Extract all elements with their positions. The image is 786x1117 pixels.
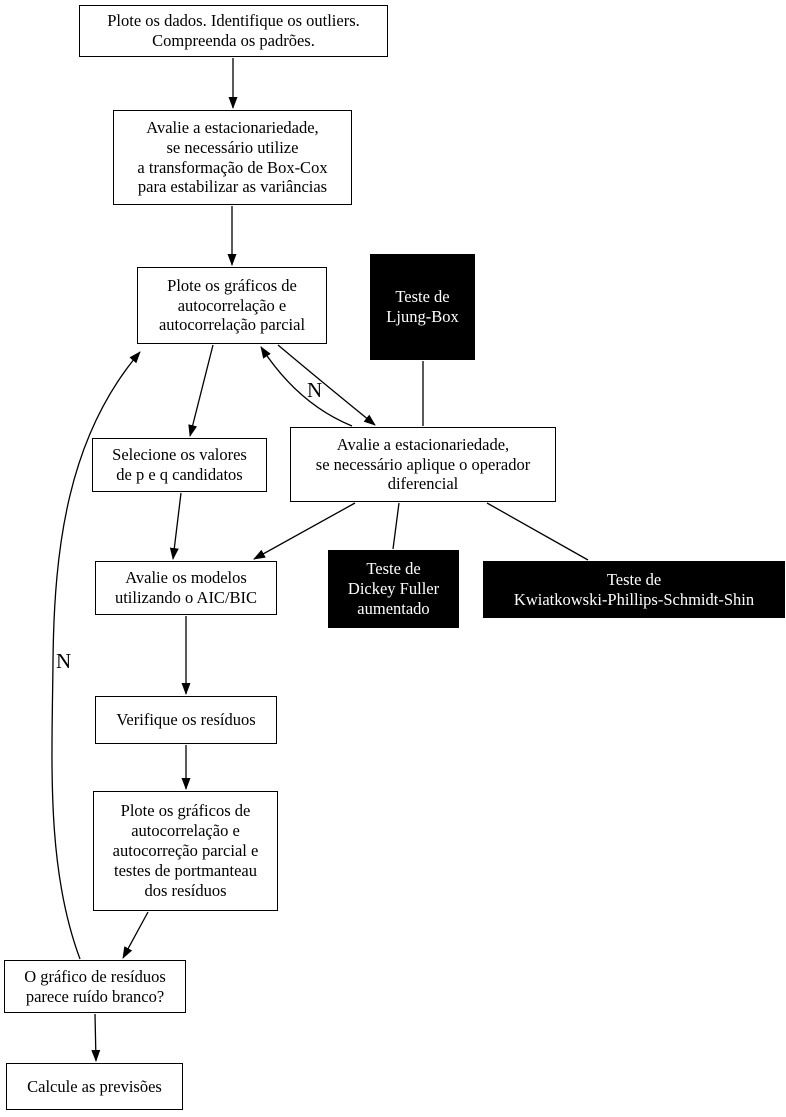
node-plot-data: Plote os dados. Identifique os outliers.… (79, 5, 388, 57)
edge-differencing-to-aic-bic (253, 502, 356, 560)
node-acf-pacf-plots: Plote os gráficos de autocorrelação e au… (137, 267, 327, 344)
edge-label-differencing-to-acf-pacf: N (307, 378, 322, 402)
node-white-noise-question: O gráfico de resíduos parece ruído branc… (4, 960, 186, 1013)
node-calculate-forecasts: Calcule as previsões (6, 1063, 183, 1110)
edge-white-noise-to-forecast (91, 1013, 101, 1062)
node-residual-portmanteau: Plote os gráficos de autocorrelação e au… (93, 791, 278, 911)
node-ljung-box-test: Teste de Ljung-Box (370, 254, 475, 360)
edge-differencing-to-dickey-fuller (392, 502, 400, 550)
edge-acf-pacf-to-select-pq (188, 344, 214, 437)
edge-label-white-noise-to-acf-pacf: N (56, 649, 71, 673)
edge-portmanteau-to-white-noise (122, 911, 149, 959)
edge-white-noise-to-acf-pacf (51, 351, 141, 960)
node-check-residuals: Verifique os resíduos (95, 696, 277, 744)
node-evaluate-aic-bic: Avalie os modelos utilizando o AIC/BIC (95, 561, 277, 615)
edge-differencing-to-acf-pacf (260, 346, 353, 427)
node-boxcox-transform: Avalie a estacionariedade, se necessário… (113, 110, 352, 205)
node-select-pq-candidates: Selecione os valores de p e q candidatos (92, 438, 267, 492)
node-differencing-operator: Avalie a estacionariedade, se necessário… (290, 427, 556, 502)
edge-differencing-to-kpss (486, 502, 589, 561)
node-kpss-test: Teste de Kwiatkowski-Phillips-Schmidt-Sh… (483, 561, 785, 618)
edge-acf-pacf-to-differencing (277, 344, 376, 426)
node-dickey-fuller-test: Teste de Dickey Fuller aumentado (328, 550, 459, 628)
edge-select-pq-to-aic-bic (169, 492, 182, 560)
